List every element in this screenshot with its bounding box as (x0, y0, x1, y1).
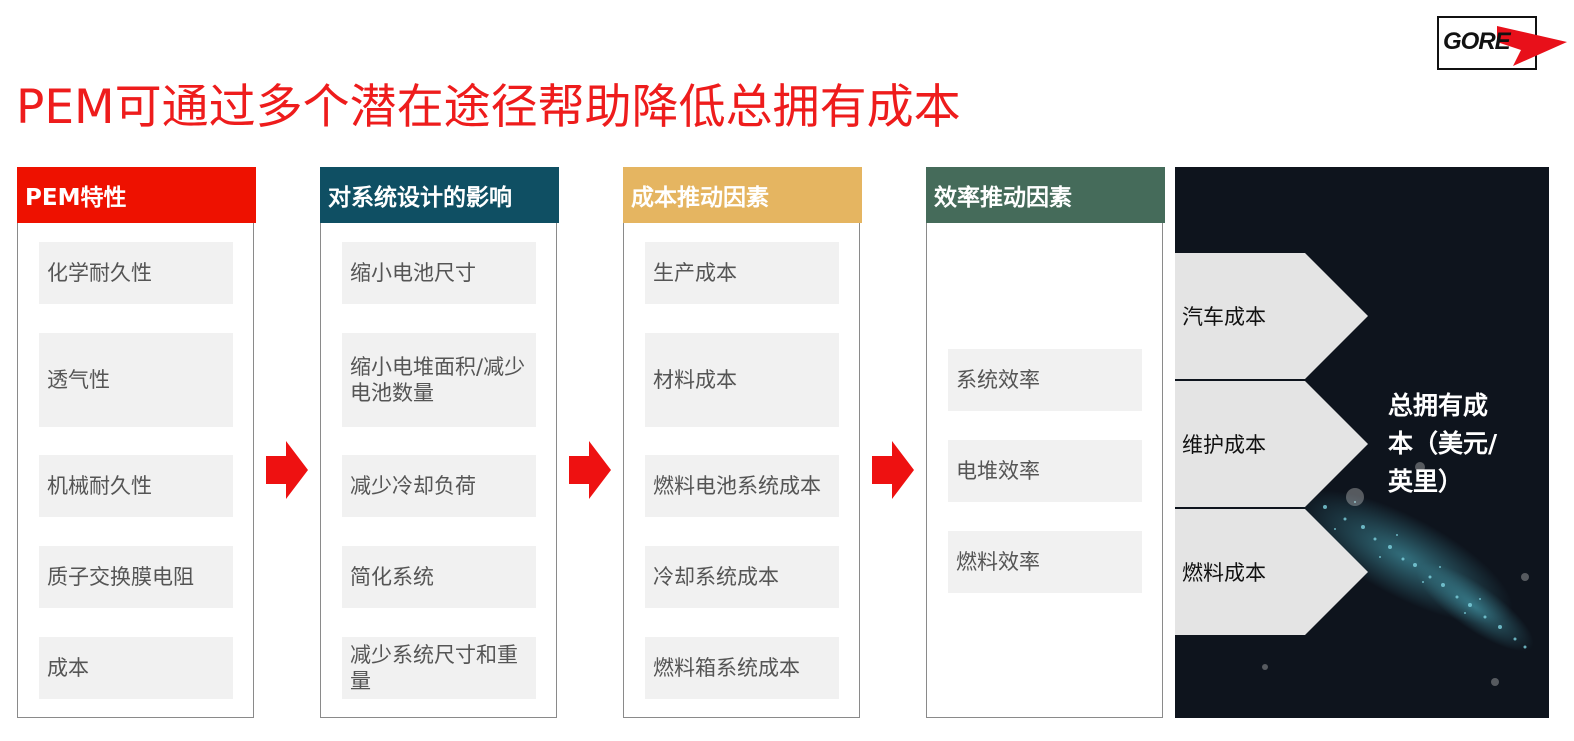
list-item: 缩小电堆面积/减少电池数量 (342, 333, 536, 427)
column-header: 对系统设计的影响 (320, 167, 559, 223)
chevron-label: 维护成本 (1182, 433, 1266, 457)
list-item: 燃料效率 (948, 531, 1142, 593)
column-pem-properties: PEM特性 化学耐久性 透气性 机械耐久性 质子交换膜电阻 成本 (17, 167, 256, 718)
list-item: 透气性 (39, 333, 233, 427)
right-arrow-icon (872, 441, 914, 499)
list-item: 系统效率 (948, 349, 1142, 411)
list-item: 机械耐久性 (39, 455, 233, 517)
column-efficiency-drivers: 效率推动因素 系统效率 电堆效率 燃料效率 (926, 167, 1165, 718)
particle-background (1262, 462, 1534, 686)
list-item: 生产成本 (645, 242, 839, 304)
column-cost-drivers: 成本推动因素 生产成本 材料成本 燃料电池系统成本 冷却系统成本 燃料箱系统成本 (623, 167, 862, 718)
gore-logo: GORE (1437, 16, 1567, 72)
logo-text: GORE (1443, 28, 1511, 55)
column-header: PEM特性 (17, 167, 256, 223)
page-title: PEM可通过多个潜在途径帮助降低总拥有成本 (16, 80, 961, 135)
chevron-label: 汽车成本 (1182, 305, 1266, 329)
chevron-maintenance-cost: 维护成本 (1175, 381, 1370, 507)
chevron-fuel-cost: 燃料成本 (1175, 509, 1370, 635)
gore-logo-graphic (1437, 16, 1567, 70)
list-item: 冷却系统成本 (645, 546, 839, 608)
list-item: 燃料电池系统成本 (645, 455, 839, 517)
list-item: 化学耐久性 (39, 242, 233, 304)
column-system-design-impact: 对系统设计的影响 缩小电池尺寸 缩小电堆面积/减少电池数量 减少冷却负荷 简化系… (320, 167, 559, 718)
list-item: 电堆效率 (948, 440, 1142, 502)
list-item: 缩小电池尺寸 (342, 242, 536, 304)
right-arrow-icon (266, 441, 308, 499)
total-cost-label: 总拥有成本（美元/英里） (1388, 391, 1498, 496)
column-header: 成本推动因素 (623, 167, 862, 223)
chevron-vehicle-cost: 汽车成本 (1175, 253, 1370, 379)
list-item: 减少系统尺寸和重量 (342, 637, 536, 699)
total-cost-panel: 汽车成本 维护成本 燃料成本 总拥有成本（美元/英里） (1175, 167, 1549, 718)
right-arrow-icon (569, 441, 611, 499)
list-item: 材料成本 (645, 333, 839, 427)
column-header: 效率推动因素 (926, 167, 1165, 223)
list-item: 成本 (39, 637, 233, 699)
chevron-label: 燃料成本 (1182, 561, 1266, 585)
list-item: 质子交换膜电阻 (39, 546, 233, 608)
list-item: 减少冷却负荷 (342, 455, 536, 517)
list-item: 简化系统 (342, 546, 536, 608)
list-item: 燃料箱系统成本 (645, 637, 839, 699)
